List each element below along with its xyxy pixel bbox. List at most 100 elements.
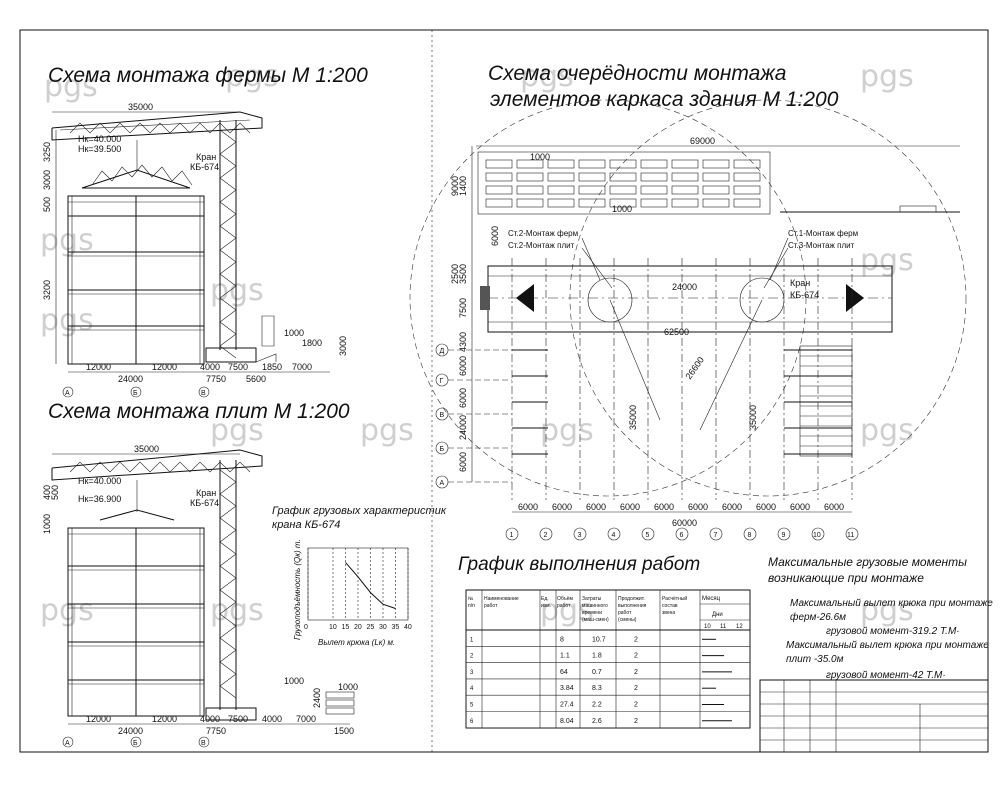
bottom-span-label: 6000 [518, 502, 538, 512]
dim-b1: 12000 [86, 362, 111, 372]
crane-base [205, 347, 257, 363]
watermark-pgs: pgs [360, 413, 414, 448]
dim-b9: 5600 [246, 374, 266, 384]
dim-d8: 7500 [458, 298, 468, 318]
column-axis-bubble [641, 527, 655, 541]
dim-d6: 3500 [458, 264, 468, 284]
axis-bubble [62, 736, 74, 748]
chart-x-tick-label: 20 [354, 624, 362, 631]
dim-d1: 1000 [530, 152, 550, 162]
title-sequence-l2: элементов каркаса здания М 1:200 [490, 88, 839, 111]
table-day-cell: 10 [704, 624, 711, 630]
dim-b8: 7750 [206, 374, 226, 384]
dim-b5: 1850 [262, 362, 282, 372]
watermark-pgs: pgs [40, 593, 94, 628]
row-span-label: 6000 [458, 356, 468, 376]
table-header-cell: № [468, 596, 473, 602]
storage-cell [733, 172, 761, 182]
table-cell-num: 1 [470, 637, 474, 643]
table-cell-num: 2 [470, 654, 474, 660]
table-header-cell: Расчётный [662, 595, 687, 602]
crane-model: КБ-674 [190, 162, 219, 172]
column-axis-bubble [743, 527, 757, 541]
table-header-cell: (смены) [618, 617, 637, 623]
storage-cell [485, 172, 513, 182]
table-cell-duration: 2 [634, 685, 638, 692]
dim-b7: 24000 [118, 374, 143, 384]
title-slab-scheme: Схема монтажа плит М 1:200 [48, 400, 350, 423]
storage-cell [733, 198, 761, 208]
table-cell-machine-time: 2.6 [592, 718, 602, 725]
storage-cell [578, 198, 606, 208]
storage-cell [671, 159, 699, 169]
bottom-span-label: 6000 [722, 502, 742, 512]
max-truss-l3: грузовой момент-319.2 Т.М· [826, 626, 960, 637]
storage-cell [516, 172, 544, 182]
table-day-cell: 12 [736, 624, 743, 630]
table-header-cell: Ед. [541, 596, 549, 602]
dim-span-outer: 62500 [664, 327, 689, 337]
storage-cells [485, 159, 761, 208]
dim-vert-2: 35000 [748, 405, 758, 430]
axis-bubble [198, 386, 210, 398]
storage-cell [640, 185, 668, 195]
callout-stage-3-slabs: Ст.3-Монтаж плит [788, 241, 855, 250]
storage-cell [609, 159, 637, 169]
dim-b5-2: 4000 [262, 714, 282, 724]
table-header-cell: п/п [468, 603, 475, 609]
column-axis-label: 10 [813, 532, 821, 539]
max-truss-l2: ферм-26.6м [790, 611, 846, 623]
radius-line [699, 299, 763, 431]
chart-x-tick-label: 0 [304, 624, 308, 631]
table-header-cell: времени [582, 610, 602, 616]
bottom-span-label: 6000 [824, 502, 844, 512]
dim-r1-2: 1000 [284, 676, 304, 686]
dim-v2: 3000 [42, 170, 52, 190]
title-max-moments-l1: Максимальные грузовые моменты [768, 555, 967, 569]
dim-overall: 69000 [690, 136, 715, 146]
column-axis-bubble [505, 527, 519, 541]
slab-stack [799, 345, 853, 457]
hook-height-1: Hк=40.000 [78, 134, 121, 144]
table-day-cell: 11 [720, 624, 727, 630]
dim-b6-2: 7000 [296, 714, 316, 724]
dim-bottom-total: 60000 [672, 518, 697, 528]
slab-scheme: 35000 Hк=40.000 Hк=36.900 Кран КБ-674 40… [42, 444, 358, 748]
column-axis-bubble [573, 527, 587, 541]
table-cells: №п/пНаименованиеработЕд.изм.ОбъёмработЗа… [465, 590, 751, 729]
row-axis-label: В [440, 412, 445, 419]
dim-b7-2: 24000 [118, 726, 143, 736]
chart-x-tick-label: 35 [392, 624, 400, 631]
storage-cell [640, 198, 668, 208]
table-cell-duration: 2 [634, 702, 638, 709]
storage-cell [671, 198, 699, 208]
table-header-cell: выполнения [618, 603, 647, 609]
storage-cell [578, 159, 606, 169]
watermark-pgs: pgs [860, 413, 914, 448]
table-cell-volume: 27.4 [560, 702, 574, 709]
chart-x-tick-label: 30 [379, 624, 387, 631]
chart-x-tick-label: 10 [329, 624, 337, 631]
axis-bubble [62, 386, 74, 398]
column-axis-bubble [777, 527, 791, 541]
storage-cell [516, 185, 544, 195]
row-span-label: 6000 [458, 388, 468, 408]
table-cell-volume: 8.04 [560, 718, 574, 725]
dim-r3: 3000 [338, 336, 348, 356]
hook-height-2: Hк=39.500 [78, 144, 121, 154]
storage-cell [702, 172, 730, 182]
table-header-cell: работ [557, 603, 571, 609]
sequence-scheme: 69000 1000 1000 9000 1400 6000 3500 2500… [409, 99, 967, 541]
work-schedule-table: №п/пНаименованиеработЕд.изм.ОбъёмработЗа… [465, 589, 751, 729]
title-sequence-l1: Схема очерёдности монтажа [488, 62, 786, 85]
dim-span-inner: 24000 [672, 282, 697, 292]
row-axis-label: Д [440, 348, 445, 355]
storage-cell [733, 159, 761, 169]
dim-jib: 35000 [128, 102, 153, 112]
axis-bubble [130, 736, 142, 748]
watermark-pgs: pgs [860, 593, 914, 628]
storage-cell [702, 159, 730, 169]
